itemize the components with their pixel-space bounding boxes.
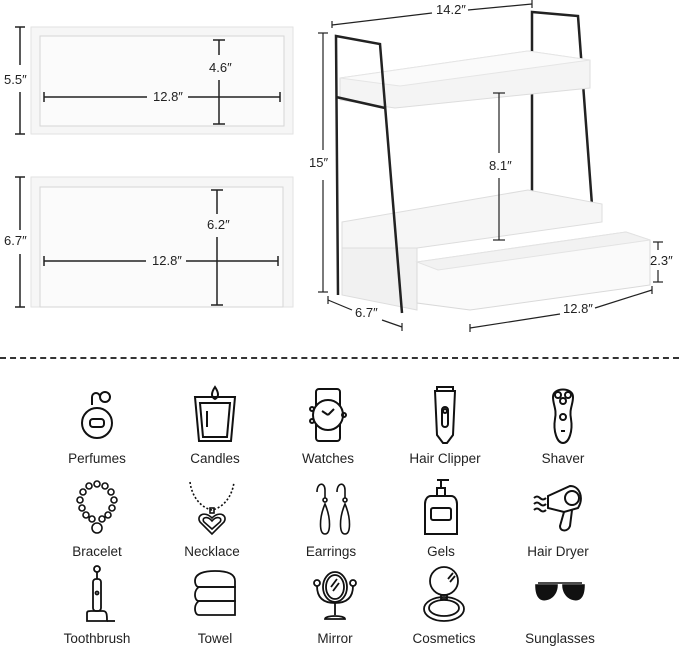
bottom-shelf-drawing xyxy=(15,176,294,308)
use-item-gels: Gels xyxy=(381,478,501,559)
compact-icon xyxy=(414,565,474,625)
width-label: 12.8″ xyxy=(153,89,183,104)
use-item-cosmetics: Cosmetics xyxy=(384,565,504,646)
earrings-icon xyxy=(301,478,361,538)
top-shelf-drawing xyxy=(15,26,294,135)
use-label: Toothbrush xyxy=(63,631,131,646)
shaver-icon xyxy=(533,385,593,445)
organizer-drawing xyxy=(318,0,663,332)
use-item-earrings: Earrings xyxy=(271,478,391,559)
total-height-label: 15″ xyxy=(309,155,329,170)
depth-label: 6.7″ xyxy=(355,305,378,320)
use-label: Cosmetics xyxy=(412,631,476,646)
use-label: Hair Dryer xyxy=(527,544,589,559)
use-label: Bracelet xyxy=(72,544,122,559)
use-item-toothbrush: Toothbrush xyxy=(37,565,157,646)
use-label: Watches xyxy=(301,451,355,466)
toothbrush-icon xyxy=(67,565,127,625)
shelf-gap-label: 8.1″ xyxy=(489,158,512,173)
use-label: Necklace xyxy=(184,544,240,559)
outer-height-label: 5.5″ xyxy=(4,72,27,87)
inner-height-label: 6.2″ xyxy=(207,217,230,232)
inner-height-label: 4.6″ xyxy=(209,60,232,75)
outer-height-label: 6.7″ xyxy=(4,233,27,248)
watch-icon xyxy=(298,385,358,445)
use-item-hair-clipper: Hair Clipper xyxy=(385,385,505,466)
use-label: Shaver xyxy=(541,451,585,466)
use-label: Candles xyxy=(190,451,240,466)
use-item-sunglasses: Sunglasses xyxy=(500,565,620,646)
use-item-shaver: Shaver xyxy=(503,385,623,466)
gel-bottle-icon xyxy=(411,478,471,538)
use-label: Earrings xyxy=(305,544,357,559)
sunglasses-icon xyxy=(530,565,590,625)
use-label: Hair Clipper xyxy=(409,451,481,466)
bottom-shelf-diagram: 6.7″ 6.2″ 12.8″ xyxy=(0,160,300,320)
towel-icon xyxy=(185,565,245,625)
use-label: Gels xyxy=(427,544,455,559)
total-width-label: 14.2″ xyxy=(436,2,466,17)
section-divider xyxy=(0,357,679,359)
organizer-product-diagram: 14.2″ 15″ 8.1″ 2.3″ 6.7″ 12.8″ xyxy=(309,0,679,340)
use-label: Towel xyxy=(197,631,233,646)
hair-dryer-icon xyxy=(528,478,588,538)
use-item-necklace: Necklace xyxy=(152,478,272,559)
use-item-hair-dryer: Hair Dryer xyxy=(498,478,618,559)
mirror-icon xyxy=(305,565,365,625)
necklace-icon xyxy=(182,478,242,538)
use-label: Sunglasses xyxy=(525,631,595,646)
candle-icon xyxy=(185,385,245,445)
use-item-mirror: Mirror xyxy=(275,565,395,646)
drawer-height-label: 2.3″ xyxy=(650,253,673,268)
use-item-bracelet: Bracelet xyxy=(37,478,157,559)
use-item-watches: Watches xyxy=(268,385,388,466)
hair-clipper-icon xyxy=(415,385,475,445)
perfume-icon xyxy=(67,385,127,445)
width-label: 12.8″ xyxy=(152,253,182,268)
top-shelf-diagram: 5.5″ 4.6″ 12.8″ xyxy=(0,0,300,160)
use-label: Mirror xyxy=(317,631,353,646)
use-item-candles: Candles xyxy=(155,385,275,466)
drawer-width-label: 12.8″ xyxy=(563,301,593,316)
use-item-perfumes: Perfumes xyxy=(37,385,157,466)
bracelet-icon xyxy=(67,478,127,538)
use-item-towel: Towel xyxy=(155,565,275,646)
use-label: Perfumes xyxy=(68,451,126,466)
